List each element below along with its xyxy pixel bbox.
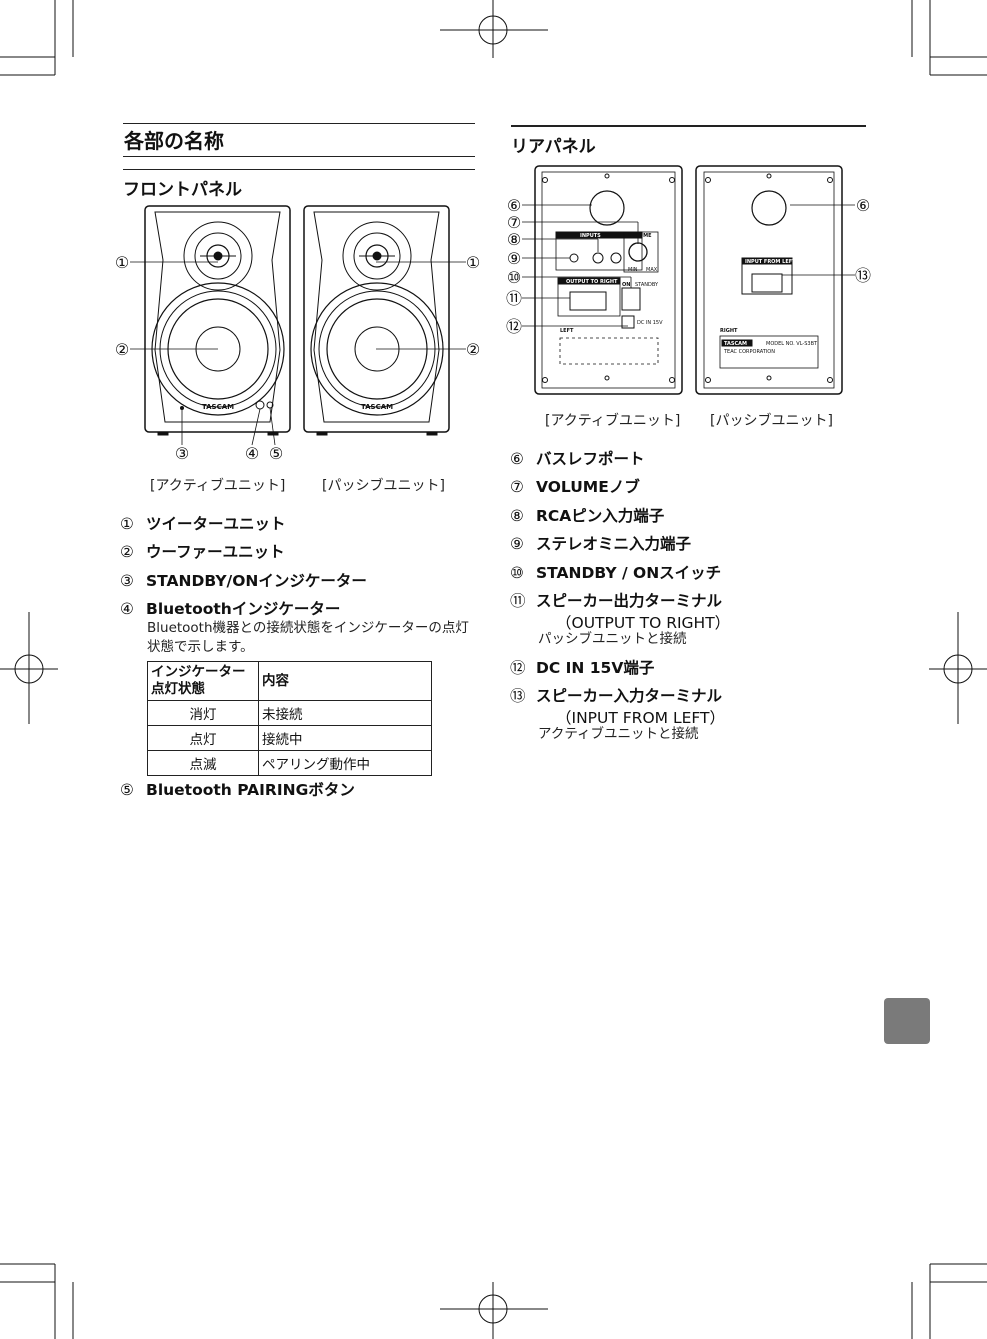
callout-1-passive: ① — [466, 253, 480, 272]
label-right: RIGHT — [720, 328, 738, 334]
label-left: LEFT — [560, 328, 574, 334]
rear-item-13-desc: アクティブユニットと接続 — [538, 726, 699, 742]
label-standby: STANDBY — [635, 282, 659, 288]
label-on: ON — [622, 282, 630, 288]
callout-7: ⑦ — [507, 213, 521, 232]
callout-3: ③ — [175, 444, 189, 463]
label-brand-rear: TASCAM — [724, 341, 747, 347]
label-input-from-left: INPUT FROM LEFT — [745, 259, 796, 265]
indicator-table: インジケーター点灯状態 内容 消灯未接続 点灯接続中 点滅ペアリング動作中 — [147, 661, 432, 776]
callout-5: ⑤ — [269, 444, 283, 463]
table-row: 点滅ペアリング動作中 — [147, 750, 432, 776]
passive-speaker-front — [303, 205, 450, 436]
label-volume: VOLUME — [628, 233, 652, 239]
label-model: MODEL NO. VL-S3BT — [766, 341, 818, 347]
table-row: 点灯接続中 — [147, 725, 432, 751]
callout-12: ⑫ — [506, 317, 522, 336]
label-inputs: INPUTS — [580, 233, 601, 239]
callout-6-active: ⑥ — [507, 196, 521, 215]
active-speaker-rear — [534, 165, 683, 395]
page-tab — [884, 998, 930, 1044]
rear-item-11-desc: パッシブユニットと接続 — [538, 631, 687, 647]
table-header: インジケーター点灯状態 — [147, 661, 259, 701]
callout-4: ④ — [245, 444, 259, 463]
front-caption-active: [アクティブユニット] — [150, 478, 286, 494]
label-max: MAX — [646, 267, 658, 273]
callout-2-passive: ② — [466, 340, 480, 359]
brand-logo-passive: TASCAM — [361, 403, 393, 411]
front-caption-passive: [パッシブユニット] — [322, 478, 445, 494]
passive-speaker-rear — [695, 165, 843, 395]
label-dc: DC IN 15V — [637, 320, 663, 326]
table-header-row: インジケーター点灯状態 内容 — [147, 661, 432, 701]
callout-6-passive: ⑥ — [856, 196, 870, 215]
callout-13: ⑬ — [855, 266, 871, 285]
label-corp: TEAC CORPORATION — [723, 349, 775, 355]
callout-9: ⑨ — [507, 249, 521, 268]
callout-1-active: ① — [115, 253, 129, 272]
rear-caption-passive: [パッシブユニット] — [710, 413, 833, 429]
label-output: OUTPUT TO RIGHT — [566, 279, 618, 285]
table-header: 内容 — [258, 661, 432, 701]
bluetooth-description: Bluetooth機器との接続状態をインジケーターの点灯状態で示します。 — [147, 620, 469, 655]
callout-10: ⑩ — [507, 268, 521, 287]
callout-8: ⑧ — [507, 230, 521, 249]
brand-logo: TASCAM — [202, 403, 234, 411]
section-title: 各部の名称 — [123, 123, 475, 157]
rear-panel-title: リアパネル — [511, 125, 866, 157]
front-panel-title: フロントパネル — [123, 169, 475, 200]
label-min: MIN — [628, 267, 638, 273]
front-panel-illustration: TASCAM TASCAM ① ① ② ② ③ ④ ⑤ — [110, 200, 490, 474]
active-speaker-front — [144, 205, 291, 436]
table-row: 消灯未接続 — [147, 700, 432, 726]
callout-11: ⑪ — [506, 289, 522, 308]
rear-caption-active: [アクティブユニット] — [545, 413, 681, 429]
rear-panel-illustration: INPUTS VOLUME MIN MAX OUTPUT TO RIGHT ON… — [500, 160, 880, 404]
callout-2-active: ② — [115, 340, 129, 359]
